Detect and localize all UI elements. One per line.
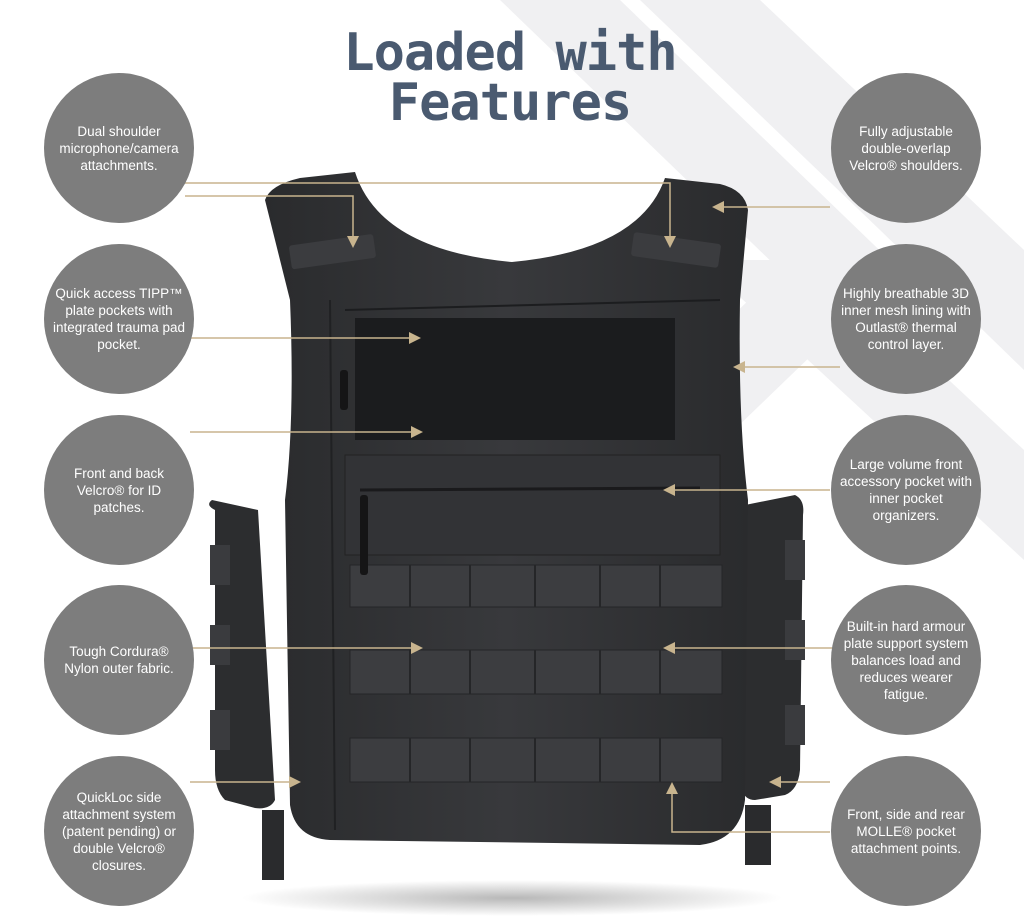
feature-text: Large volume front accessory pocket with… bbox=[839, 457, 973, 523]
feature-text: Fully adjustable double-overlap Velcro® … bbox=[849, 123, 963, 173]
feature-cordura-nylon: Tough Cordura® Nylon outer fabric. bbox=[44, 585, 194, 735]
feature-text: Built-in hard armour plate support syste… bbox=[843, 618, 969, 702]
feature-accessory-pocket: Large volume front accessory pocket with… bbox=[831, 415, 981, 565]
right-side-panel bbox=[742, 495, 805, 865]
feature-inner-mesh-lining: Highly breathable 3D inner mesh lining w… bbox=[831, 244, 981, 394]
page-title: Loaded with Features bbox=[230, 23, 790, 133]
title-line-1: Loaded with bbox=[343, 23, 677, 83]
feature-text: Tough Cordura® Nylon outer fabric. bbox=[64, 644, 174, 676]
feature-adjustable-shoulders: Fully adjustable double-overlap Velcro® … bbox=[831, 73, 981, 223]
feature-shoulder-attachments: Dual shoulder microphone/camera attachme… bbox=[44, 73, 194, 223]
feature-text: Front, side and rear MOLLE® pocket attac… bbox=[847, 806, 965, 856]
feature-text: QuickLoc side attachment system (patent … bbox=[61, 789, 177, 873]
feature-molle-attachment: Front, side and rear MOLLE® pocket attac… bbox=[831, 756, 981, 906]
feature-text: Highly breathable 3D inner mesh lining w… bbox=[841, 286, 971, 352]
feature-plate-support: Built-in hard armour plate support syste… bbox=[831, 585, 981, 735]
feature-text: Front and back Velcro® for ID patches. bbox=[73, 465, 165, 515]
feature-text: Dual shoulder microphone/camera attachme… bbox=[59, 123, 179, 173]
title-line-2: Features bbox=[388, 73, 632, 133]
feature-text: Quick access TIPP™ plate pockets with in… bbox=[52, 286, 186, 352]
left-side-panel bbox=[209, 500, 284, 880]
velcro-patch bbox=[355, 318, 675, 440]
feature-tipp-plate-pockets: Quick access TIPP™ plate pockets with in… bbox=[44, 244, 194, 394]
feature-velcro-id-patches: Front and back Velcro® for ID patches. bbox=[44, 415, 194, 565]
feature-quickloc-side: QuickLoc side attachment system (patent … bbox=[44, 756, 194, 906]
vest-shadow bbox=[242, 880, 782, 916]
